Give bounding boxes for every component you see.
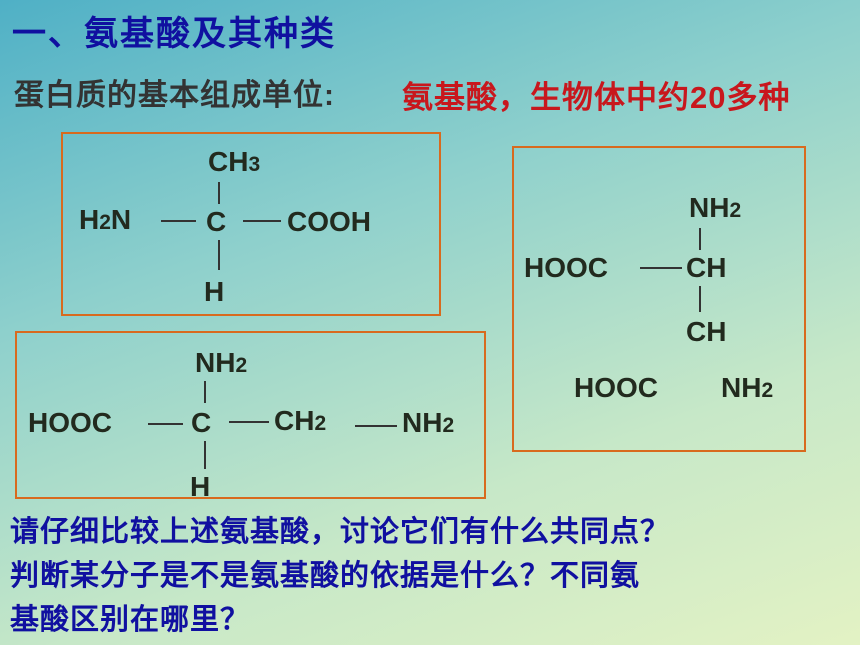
formula-top-group: CH3 — [208, 146, 261, 177]
question-line-2: 判断某分子是不是氨基酸的依据是什么？不同氨 — [10, 560, 641, 592]
carboxyl-group-2: HOOC — [574, 372, 658, 403]
alpha-carbon: C — [191, 407, 212, 438]
slide-title: 一、氨基酸及其种类 — [12, 15, 336, 53]
carboxyl-group: HOOC — [524, 252, 608, 283]
carboxyl-group: HOOC — [28, 407, 112, 438]
hydrogen-atom: H — [204, 276, 225, 307]
question-line-3: 基酸区别在哪里？ — [10, 604, 251, 636]
methylene-group: CH2 — [274, 405, 327, 436]
molecule-box-3: NH2 HOOC CH CH HOOC NH2 — [512, 146, 806, 452]
highlight-text: 氨基酸，生物体中约20多种 — [402, 80, 791, 115]
alpha-carbon: C — [206, 206, 227, 237]
amino-group: NH2 — [721, 372, 774, 403]
hydrogen-atom: H — [190, 471, 211, 502]
molecule-box-1: CH3 H2N C COOH H — [61, 132, 441, 316]
molecule-box-2: NH2 HOOC C CH2 NH2 H — [15, 331, 486, 502]
formula-top-group: NH2 — [195, 347, 248, 378]
slide-subtitle: 蛋白质的基本组成单位: — [14, 79, 335, 112]
ch-group-2: CH — [686, 316, 727, 347]
ch-group-1: CH — [686, 252, 727, 283]
formula-left-group: H2N — [79, 204, 132, 235]
formula-top-group: NH2 — [689, 192, 742, 223]
question-line-1: 请仔细比较上述氨基酸，讨论它们有什么共同点？ — [10, 516, 671, 548]
carboxyl-group: COOH — [287, 206, 371, 237]
amino-group: NH2 — [402, 407, 455, 438]
